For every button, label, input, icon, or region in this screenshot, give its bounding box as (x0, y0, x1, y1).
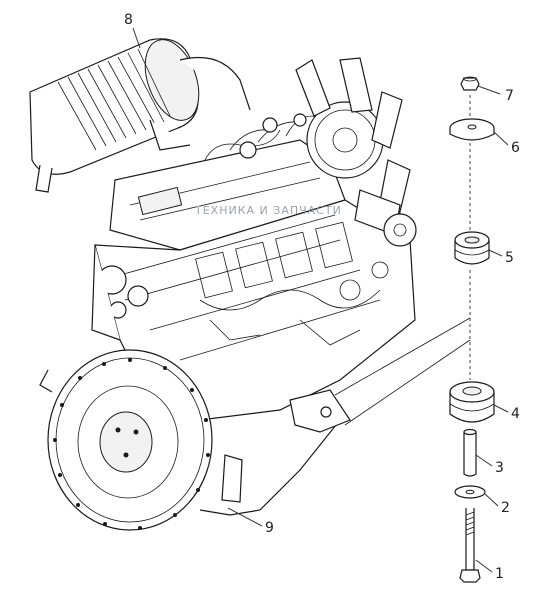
part-1-bolt (459, 508, 481, 583)
callout-8: 8 (124, 12, 133, 28)
part-4-rubber-mount (449, 381, 495, 423)
part-2-washer (454, 485, 486, 499)
engine-block (91, 113, 416, 421)
callout-5: 5 (505, 250, 514, 266)
engine-mount-bracket (289, 317, 471, 433)
part-7-nut (460, 76, 480, 91)
callout-7: 7 (505, 88, 514, 104)
fan-assembly (295, 57, 417, 247)
mounting-parts-stack (449, 76, 495, 583)
leader-lines (132, 27, 509, 573)
callout-1: 1 (495, 566, 504, 582)
part-6-washer (449, 118, 495, 141)
callout-4: 4 (511, 406, 520, 422)
air-cleaner (29, 38, 251, 193)
watermark-text: ТЕХНИКА И ЗАПЧАСТИ (194, 204, 342, 217)
part-5-rubber-bushing (454, 231, 490, 265)
part-3-spacer-sleeve (463, 428, 477, 477)
callout-3: 3 (495, 460, 504, 476)
callout-9: 9 (265, 520, 274, 536)
flywheel (39, 349, 341, 531)
callout-2: 2 (501, 500, 510, 516)
callout-6: 6 (511, 140, 520, 156)
